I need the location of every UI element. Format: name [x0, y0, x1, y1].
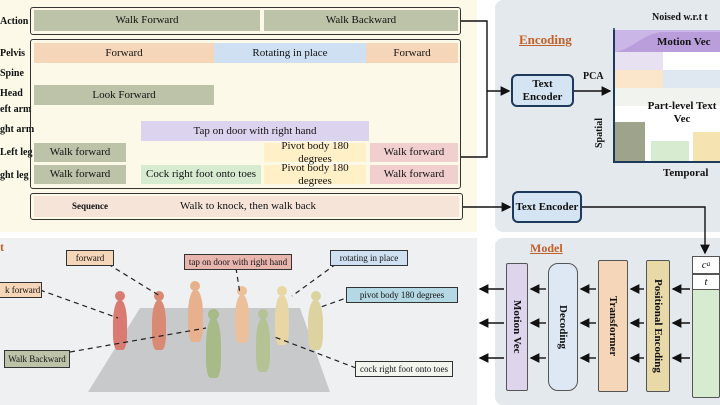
row-label-spine: Spine	[0, 68, 24, 79]
figure-peach-2	[235, 295, 249, 343]
row-label-right-leg: ght leg	[0, 170, 29, 181]
positional-encoding-block: Positional Encoding	[646, 260, 670, 392]
tag-walk-forward: k forward	[0, 282, 42, 298]
row-label-right-arm: ght arm	[0, 124, 35, 135]
sequence-text-encoder-box: Text Encoder	[512, 191, 582, 223]
pca-label: PCA	[583, 71, 604, 82]
right-leg-walk-forward-2: Walk forward	[370, 165, 458, 184]
figure-green-2	[256, 318, 270, 372]
row-label-pelvis: Pelvis	[0, 48, 25, 59]
left-leg-walk-forward-1: Walk forward	[34, 143, 126, 162]
action-walk-forward: Walk Forward	[34, 10, 260, 31]
pelvis-rotating: Rotating in place	[214, 43, 366, 63]
tag-rotating: rotating in place	[330, 250, 408, 266]
noised-label: Noised w.r.t t	[652, 12, 708, 23]
leader-lines	[39, 263, 357, 369]
figure-yellow-2	[308, 300, 323, 350]
tag-walk-backward: Walk Backward	[4, 350, 70, 368]
noise-curve	[613, 28, 720, 54]
right-leg-cock-foot: Cock right foot onto toes	[141, 165, 261, 184]
figure-yellow-1	[275, 295, 289, 345]
tag-tap: tap on door with right hand	[184, 254, 292, 270]
tag-forward: forward	[66, 250, 114, 266]
figure-peach-1	[188, 290, 203, 342]
row-label-head: Head	[0, 88, 23, 99]
decoding-label: Decoding	[557, 305, 569, 349]
motion-vec-label: Motion Vec	[657, 36, 711, 48]
right-arm-tap: Tap on door with right hand	[141, 121, 369, 141]
body-part-frame	[30, 39, 461, 189]
head-look-forward: Look Forward	[34, 85, 214, 105]
tag-pivot: pivot body 180 degrees	[346, 287, 458, 303]
left-leg-pivot: Pivot body 180 degrees	[264, 140, 366, 165]
pelvis-forward-1: Forward	[34, 43, 214, 63]
row-label-action: Action	[0, 16, 29, 27]
decoding-block: Decoding	[548, 263, 578, 391]
text-encoder-box: Text Encoder	[511, 74, 574, 107]
tag-cock: cock right foot onto toes	[355, 361, 453, 377]
temporal-label: Temporal	[663, 167, 709, 179]
right-leg-pivot: Pivot body 180 degrees	[264, 162, 366, 187]
model-title: Model	[530, 241, 563, 255]
figure-pink-1	[113, 300, 127, 350]
figure-pink-2	[152, 300, 166, 350]
encoding-title: Encoding	[519, 32, 572, 47]
action-walk-backward: Walk Backward	[264, 10, 458, 31]
row-label-left-leg: Left leg	[0, 147, 33, 158]
sequence-frame	[30, 193, 463, 220]
right-leg-walk-forward-1: Walk forward	[34, 165, 126, 184]
sequence-bar: Sequence Walk to knock, then walk back	[34, 196, 459, 217]
transformer-block: Transformer	[598, 260, 628, 392]
positional-encoding-label: Positional Encoding	[652, 279, 664, 373]
text-vec-grid	[613, 30, 720, 163]
model-motion-vec: Motion Vec	[506, 263, 528, 391]
visual-title: t	[0, 240, 4, 254]
sequence-text: Walk to knock, then walk back	[180, 200, 316, 213]
transformer-label: Transformer	[607, 295, 619, 357]
model-motion-vec-label: Motion Vec	[511, 300, 523, 354]
action-frame	[30, 7, 461, 35]
pelvis-forward-2: Forward	[366, 43, 458, 63]
sequence-label: Sequence	[72, 200, 108, 211]
left-leg-walk-forward-2: Walk forward	[370, 143, 458, 162]
row-label-left-arm: eft arm	[0, 104, 32, 115]
part-level-label: Part-level Text Vec	[647, 100, 717, 125]
figure-green-1	[206, 318, 221, 378]
